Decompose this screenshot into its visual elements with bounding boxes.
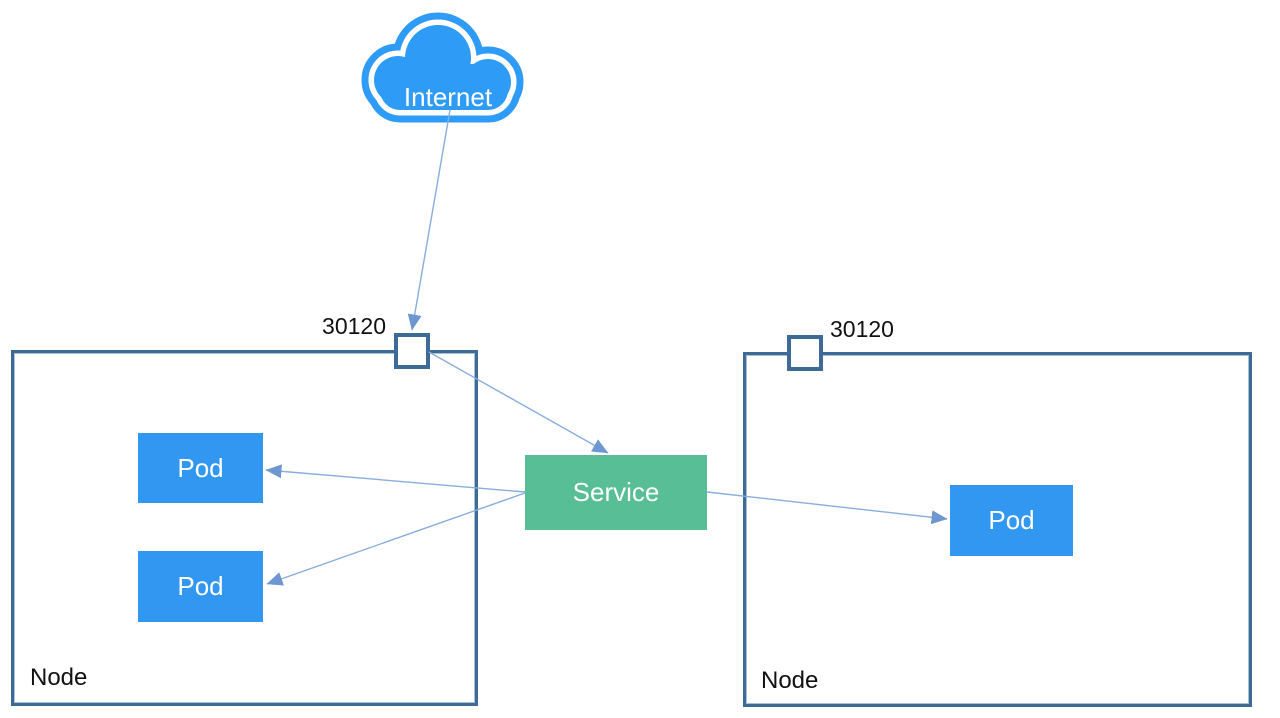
pod-label: Pod: [177, 452, 224, 483]
pod-box-3: Pod: [950, 485, 1073, 556]
pod-label: Pod: [988, 505, 1035, 535]
pod-label: Pod: [177, 571, 224, 601]
internet-label: Internet: [404, 82, 493, 112]
service-box: Service: [525, 455, 707, 530]
internet-cloud: Internet: [361, 12, 524, 123]
nodeport-square-left: [394, 333, 430, 369]
nodeport-label-right: 30120: [830, 316, 894, 342]
node-label-left: Node: [30, 664, 88, 691]
nodeport-label-left: 30120: [322, 313, 386, 339]
pod-box-1: Pod: [138, 433, 263, 503]
node-box-right: [743, 352, 1252, 707]
service-label: Service: [572, 477, 660, 507]
connector-internet-to-nodeport: [407, 109, 451, 331]
node-box-left: [11, 350, 478, 706]
cloud-icon: [361, 12, 524, 123]
pod-box-2: Pod: [138, 551, 263, 622]
node-label-right: Node: [761, 667, 819, 694]
nodeport-square-right: [787, 335, 823, 371]
